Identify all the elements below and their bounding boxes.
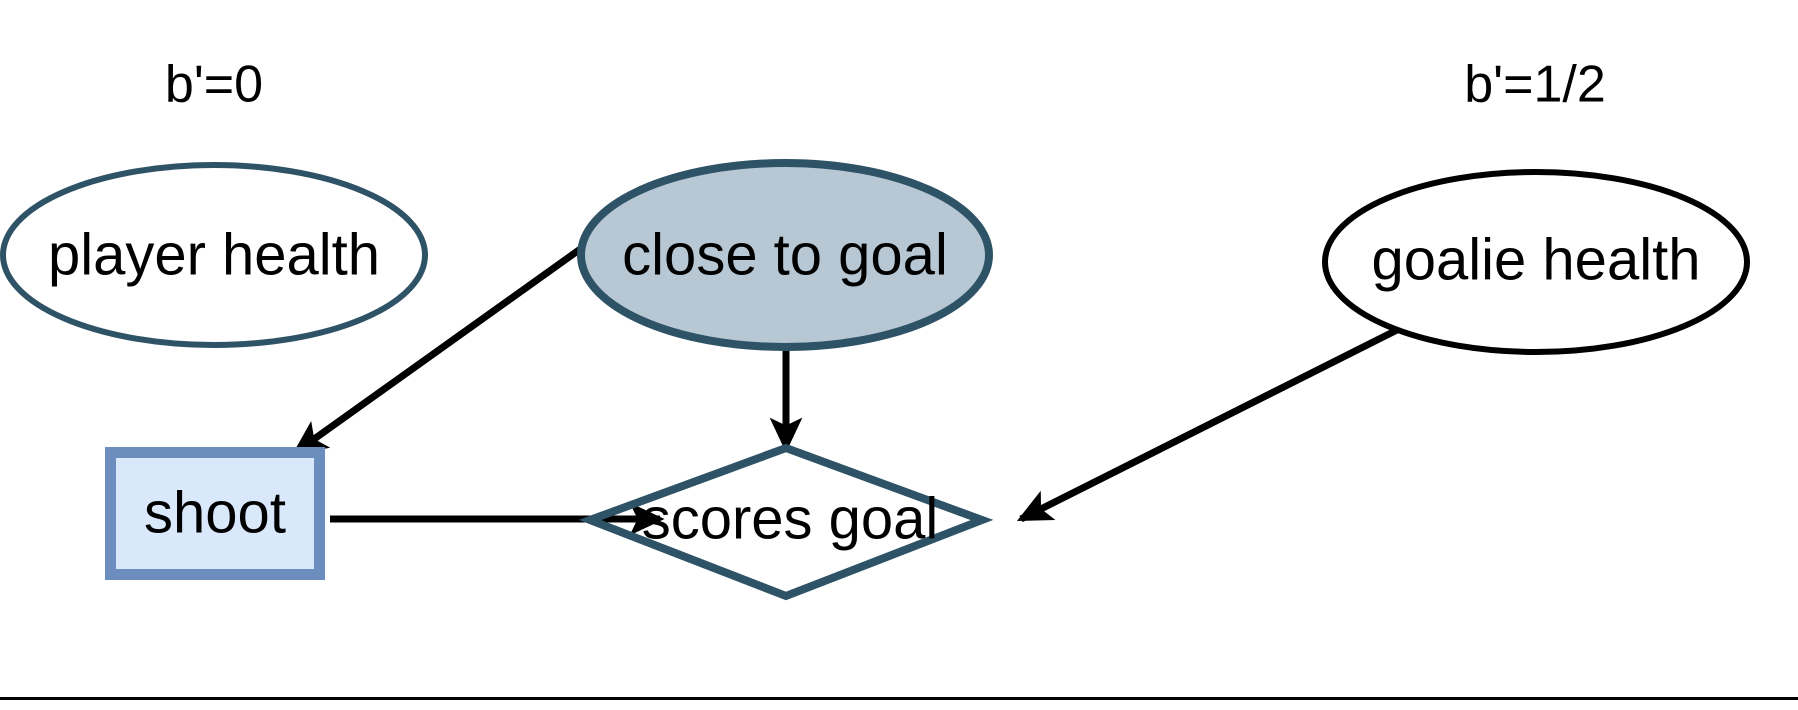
scores-goal-diamond[interactable] [578,443,994,601]
annotation-b-prime-left: b'=0 [165,56,263,114]
goalie-health-ellipse[interactable] [1322,169,1750,355]
player-health-label: player health [48,222,380,287]
node-player-health[interactable]: player health [0,162,428,348]
footer-divider [0,697,1798,700]
goalie-health-label: goalie health [1372,227,1701,292]
player-health-ellipse[interactable] [0,162,428,348]
edge-goalie-health-to-scores-goal[interactable] [1016,326,1399,523]
shoot-label: shoot [144,480,286,545]
close-to-goal-label: close to goal [622,222,948,287]
node-scores-goal[interactable]: scores goal [578,443,994,601]
node-goalie-health[interactable]: goalie health [1322,169,1750,355]
edges-layer [292,212,1399,536]
annotation-b-prime-right: b'=1/2 [1464,56,1606,114]
node-close-to-goal[interactable]: close to goal [577,159,993,351]
close-to-goal-ellipse[interactable] [577,159,993,351]
node-shoot[interactable]: shoot [105,447,325,580]
edge-close-to-goal-to-shoot[interactable] [292,212,631,455]
scores-goal-label: scores goal [642,486,939,551]
shoot-box[interactable] [105,447,325,580]
